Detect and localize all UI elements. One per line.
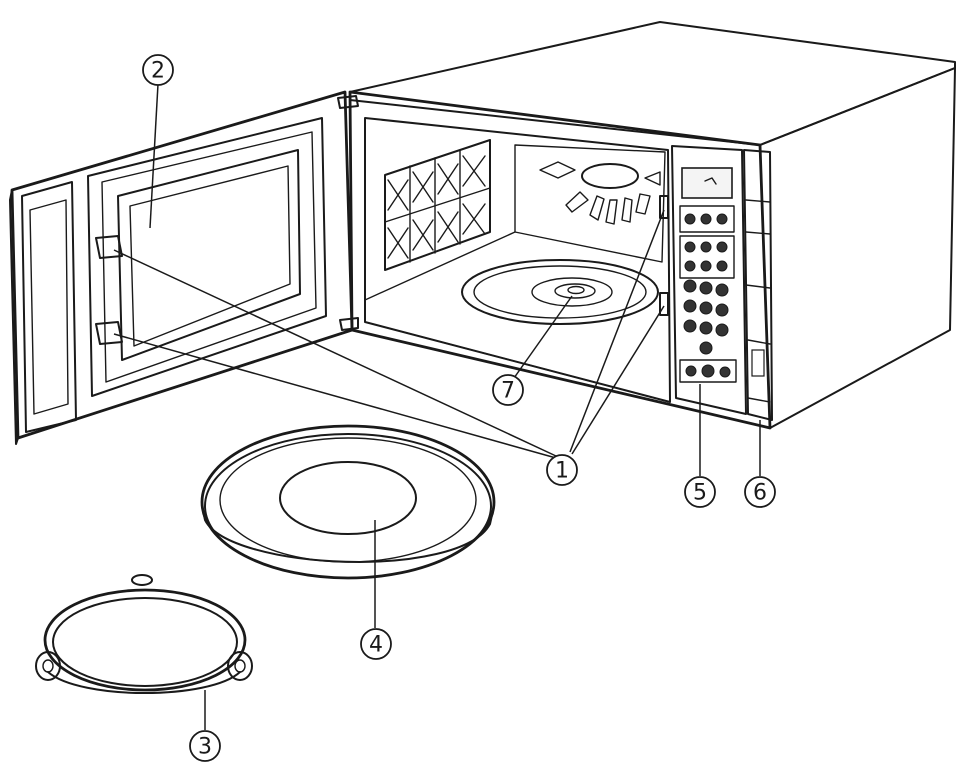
callout-6-label: 6 [753, 481, 767, 506]
oven-body [348, 21, 956, 430]
callout-2-label: 2 [151, 59, 165, 84]
callout-4-label: 4 [369, 633, 383, 658]
display-window [681, 167, 733, 199]
glass-turntable [200, 424, 496, 580]
callout-4: 4 [360, 628, 392, 660]
cavity-side-vent [384, 139, 491, 271]
roller-ring [35, 574, 253, 694]
control-panel [671, 145, 747, 415]
callout-1: 1 [546, 454, 578, 486]
callout-5: 5 [684, 476, 716, 508]
latch-slots [659, 195, 669, 316]
callout-1-label: 1 [555, 459, 569, 484]
leader-lines [113, 83, 761, 730]
door-hook-upper [95, 235, 123, 259]
callout-6: 6 [744, 476, 776, 508]
door-hook-lower [95, 321, 123, 345]
callout-3: 3 [189, 730, 221, 762]
cavity-light-motif [539, 161, 661, 225]
door-window [117, 149, 301, 361]
callout-5-label: 5 [693, 481, 707, 506]
cavity-turntable [461, 259, 659, 325]
oven-door [9, 90, 359, 445]
callout-7: 7 [492, 374, 524, 406]
callout-7-label: 7 [501, 379, 515, 404]
callout-2: 2 [142, 54, 174, 86]
door-release-strip [743, 149, 773, 421]
callout-3-label: 3 [198, 735, 212, 760]
